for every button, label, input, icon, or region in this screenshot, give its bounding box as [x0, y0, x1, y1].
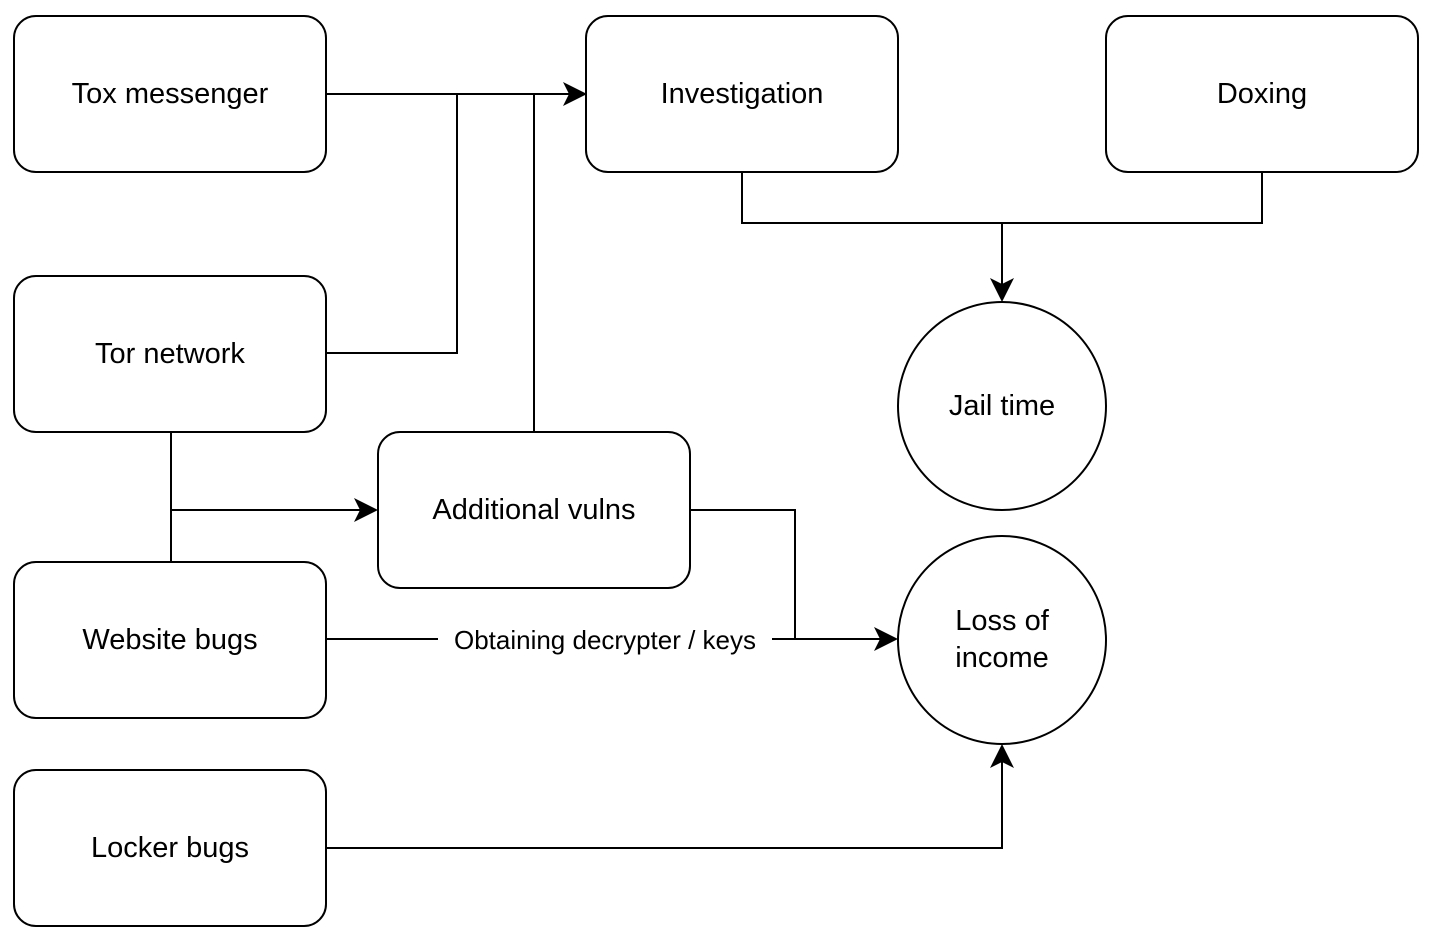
- node-investigation-box: [585, 15, 899, 173]
- node-jail-time-circle: [897, 301, 1107, 511]
- arrowhead-investigation-left: [563, 82, 587, 106]
- edge-locker-to-loss: [327, 755, 1003, 849]
- node-loss-of-income-label-line1: Loss of: [955, 605, 1049, 637]
- arrowhead-jail-top: [990, 278, 1014, 302]
- node-locker-bugs-box: [13, 769, 327, 927]
- node-investigation: Investigation: [585, 15, 899, 173]
- arrowhead-loss-bottom: [990, 744, 1014, 768]
- node-doxing: Doxing: [1105, 15, 1419, 173]
- arrowhead-vulns-left: [354, 498, 378, 522]
- node-tor-network-label: Tor network: [95, 338, 245, 370]
- node-locker-bugs-label: Locker bugs: [91, 832, 249, 864]
- node-jail-time-label: Jail time: [949, 390, 1055, 422]
- node-tox-messenger-label: Tox messenger: [72, 78, 269, 110]
- edge-investigation-to-jail: [741, 172, 1263, 224]
- edge-label-group: Obtaining decrypter / keys: [438, 624, 772, 656]
- node-additional-vulns-label: Additional vulns: [432, 494, 635, 526]
- node-doxing-box: [1105, 15, 1419, 173]
- node-tor-network: Tor network: [13, 275, 327, 433]
- edge-vulns-to-loss: [690, 509, 796, 639]
- node-doxing-label: Doxing: [1217, 78, 1307, 110]
- node-loss-of-income: Loss of income: [897, 535, 1107, 745]
- node-website-bugs-label: Website bugs: [82, 624, 257, 656]
- node-jail-time: Jail time: [897, 301, 1107, 511]
- node-tox-messenger-box: [13, 15, 327, 173]
- node-tor-network-box: [13, 275, 327, 433]
- node-additional-vulns-box: [377, 431, 691, 589]
- edge-label-obtaining-decrypter: Obtaining decrypter / keys: [454, 625, 756, 655]
- edges: [170, 82, 1263, 849]
- node-locker-bugs: Locker bugs: [13, 769, 327, 927]
- arrowhead-loss-left: [874, 627, 898, 651]
- node-website-bugs: Website bugs: [13, 561, 327, 719]
- node-loss-of-income-circle: [897, 535, 1107, 745]
- edge-tor-to-investigation: [327, 94, 458, 354]
- node-loss-of-income-label-line2: income: [955, 642, 1049, 674]
- node-investigation-label: Investigation: [661, 78, 824, 110]
- node-website-bugs-box: [13, 561, 327, 719]
- node-additional-vulns: Additional vulns: [377, 431, 691, 589]
- node-tox-messenger: Tox messenger: [13, 15, 327, 173]
- edge-label-background: [438, 624, 772, 656]
